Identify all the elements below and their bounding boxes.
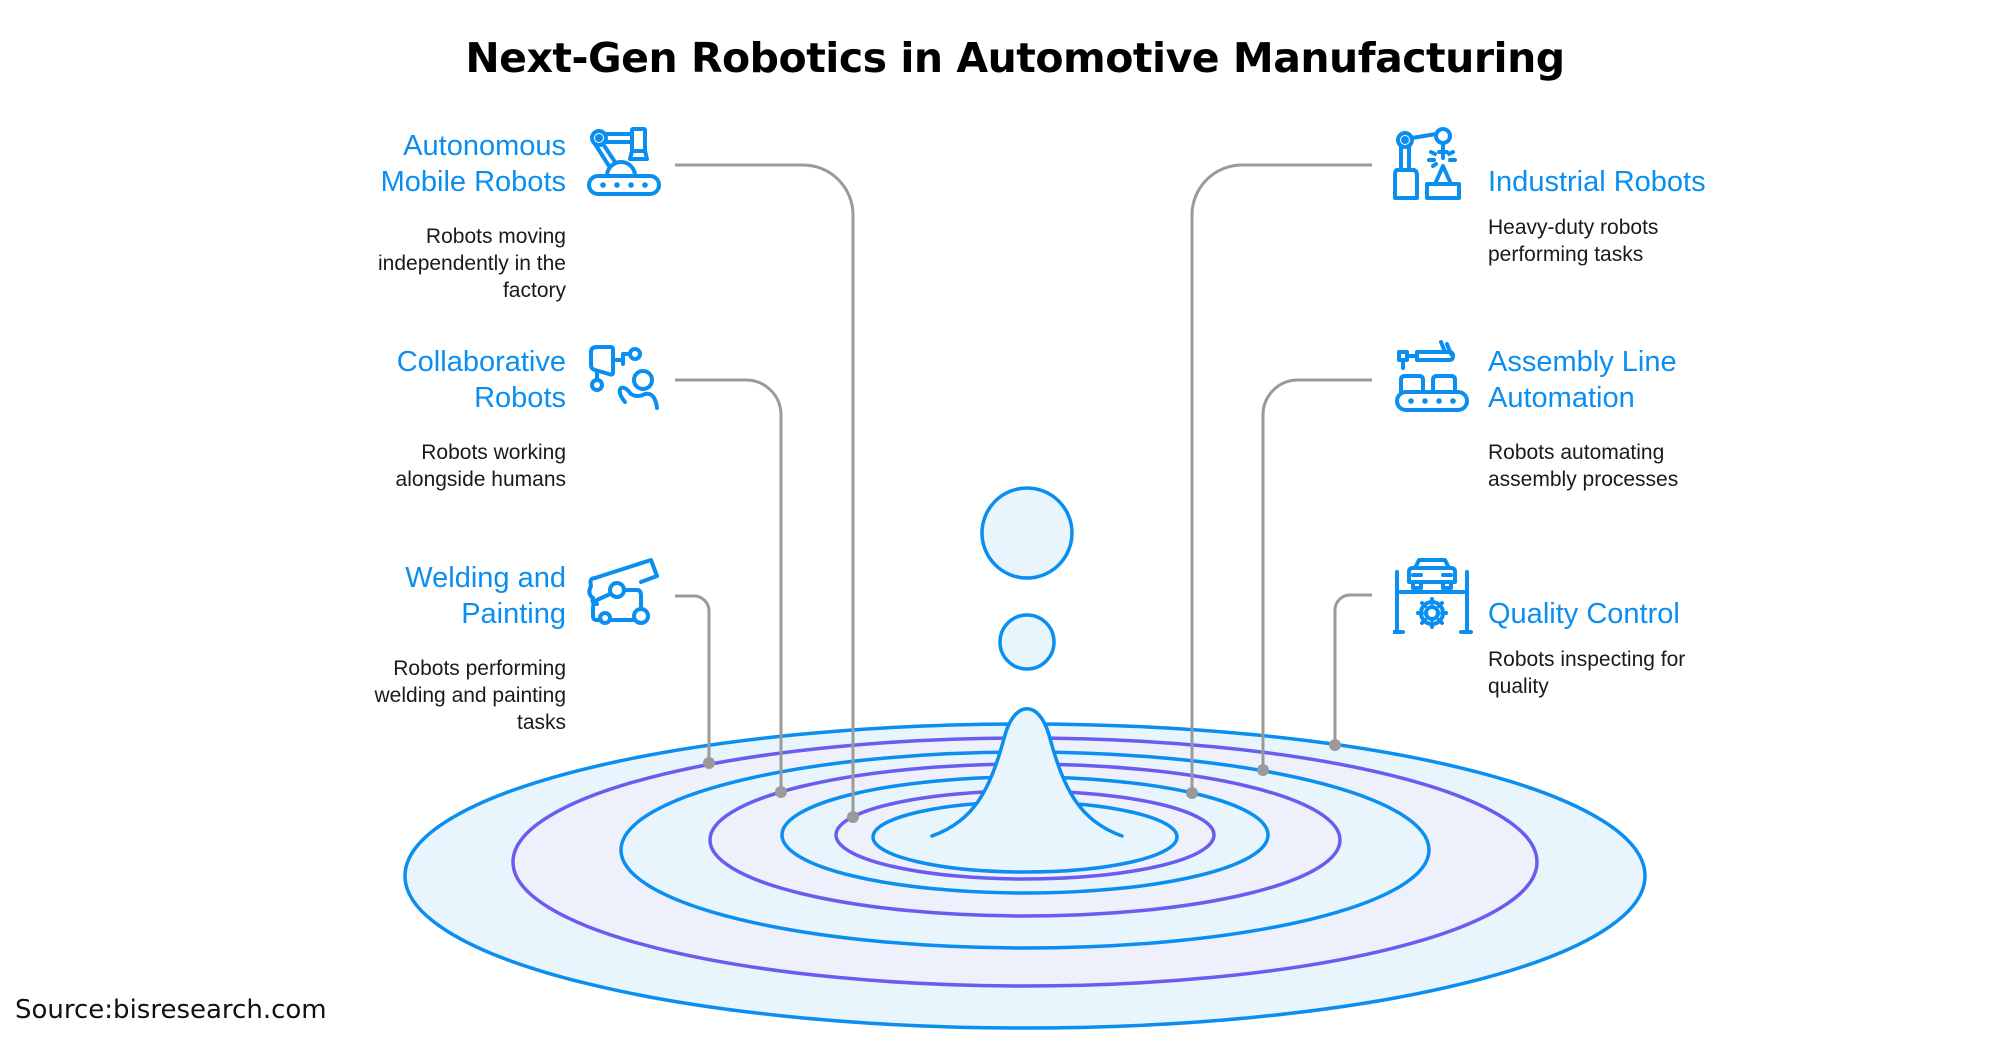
item-description: Robots performing welding and painting t… (374, 657, 566, 734)
item-description: Robots automating assembly processes (1488, 441, 1679, 491)
item-title: Autonomous Mobile Robots (380, 130, 566, 198)
connector-welding (675, 594, 711, 763)
page-title: Next-Gen Robotics in Automotive Manufact… (465, 34, 1565, 82)
connector-collaborative (675, 378, 783, 792)
cobot-human-icon (589, 345, 659, 410)
item-quality-control: Quality Control Robots inspecting for qu… (1488, 596, 1828, 700)
droplet-small (998, 613, 1056, 671)
item-description: Robots moving independently in the facto… (378, 225, 566, 302)
item-title: Industrial Robots (1488, 166, 1706, 198)
car-lift-gear-icon (1393, 558, 1473, 634)
source-credit: Source:bisresearch.com (15, 995, 327, 1025)
item-description: Heavy-duty robots performing tasks (1488, 216, 1659, 266)
connectors-right (1190, 163, 1372, 793)
industrial-robot-arm-icon (1393, 127, 1461, 200)
item-industrial-robots: Industrial Robots Heavy-duty robots perf… (1488, 164, 1828, 268)
connectors-left (675, 163, 855, 817)
connector-industrial (1190, 163, 1372, 793)
connector-autonomous (675, 163, 855, 817)
item-collaborative-robots: Collaborative Robots Robots working alon… (226, 344, 566, 493)
welding-robot-icon (587, 558, 659, 625)
item-title: Assembly Line Automation (1488, 346, 1677, 414)
item-description: Robots working alongside humans (395, 441, 566, 491)
item-title: Welding and Painting (405, 562, 566, 630)
assembly-line-icon (1395, 340, 1469, 412)
item-autonomous-mobile-robots: Autonomous Mobile Robots Robots moving i… (226, 128, 566, 304)
item-title: Quality Control (1488, 598, 1680, 630)
connector-quality (1333, 593, 1372, 745)
connector-dots-left (703, 757, 859, 823)
splash-peak (932, 708, 1122, 836)
droplet-large (980, 486, 1074, 580)
robot-arm-conveyor-icon (587, 127, 661, 196)
splash-peak-outline (930, 707, 1124, 838)
ripple-rings (403, 722, 1647, 1030)
connector-dots-right (1186, 739, 1341, 799)
item-description: Robots inspecting for quality (1488, 648, 1686, 698)
item-title: Collaborative Robots (396, 346, 566, 414)
item-assembly-line-automation: Assembly Line Automation Robots automati… (1488, 344, 1828, 493)
item-welding-and-painting: Welding and Painting Robots performing w… (226, 560, 566, 736)
connector-assembly (1261, 378, 1372, 770)
